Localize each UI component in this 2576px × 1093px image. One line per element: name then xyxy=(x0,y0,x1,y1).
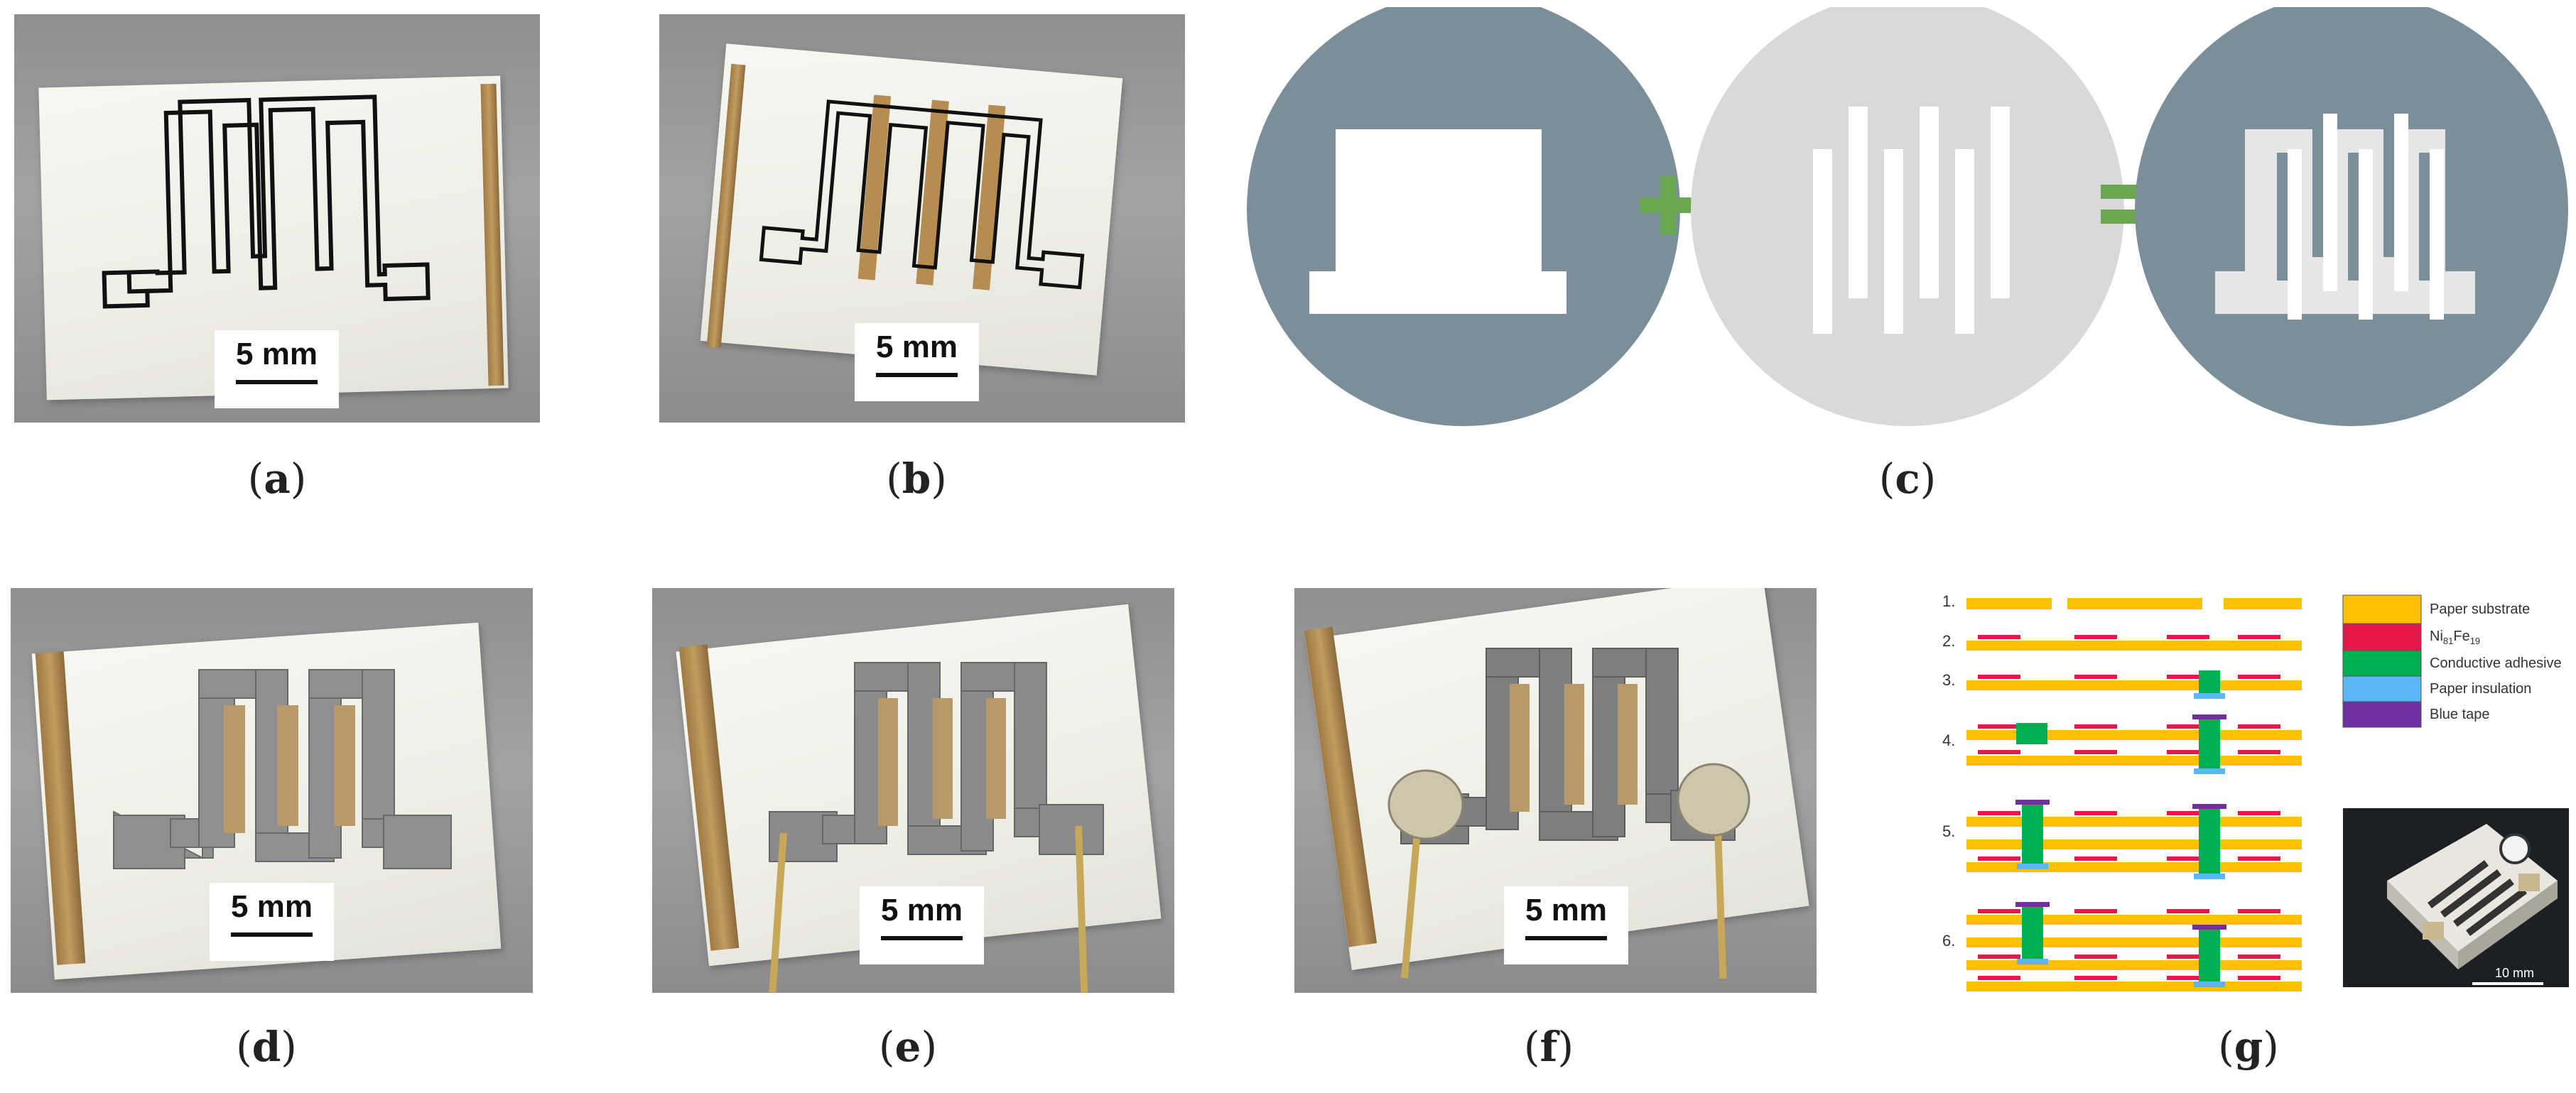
metal-meander-film-with-solder xyxy=(1387,648,1750,979)
pin-left xyxy=(769,832,787,993)
scale-bar-label: 5 mm xyxy=(860,886,984,964)
scale-bar xyxy=(236,380,318,384)
step1-paper xyxy=(1966,598,2302,609)
photo-panel-a: 5 mm xyxy=(14,14,540,423)
step-label: 5. xyxy=(1942,822,1955,840)
caption-e: (e) xyxy=(837,1023,979,1071)
caption-letter: c xyxy=(1895,455,1920,503)
caption-open: ( xyxy=(878,1023,895,1071)
caption-c: (c) xyxy=(1836,455,1979,503)
legend-swatch-tape xyxy=(2342,701,2422,728)
device-photo-inset: 10 mm xyxy=(2343,808,2569,987)
caption-b: (b) xyxy=(845,455,987,503)
legend-label: Paper substrate xyxy=(2430,602,2530,617)
step-label: 1. xyxy=(1942,592,1955,610)
step5-layers xyxy=(1966,800,2302,879)
caption-close: ) xyxy=(921,1023,938,1071)
caption-open: ( xyxy=(247,455,264,503)
caption-a: (a) xyxy=(206,455,348,503)
legend-label: Paper insulation xyxy=(2430,681,2531,697)
solder-blob-right xyxy=(1677,763,1750,837)
scale-bar xyxy=(1525,936,1607,940)
caption-g: (g) xyxy=(2177,1023,2320,1071)
solder-blob-left xyxy=(1387,769,1464,840)
caption-letter: e xyxy=(894,1023,921,1071)
meander-pattern-with-gold-strips xyxy=(759,94,1085,290)
plus-operator xyxy=(1640,176,1696,234)
legend-label: Blue tape xyxy=(2430,707,2490,722)
scale-text: 5 mm xyxy=(231,889,313,924)
scale-bar-label: 5 mm xyxy=(1504,886,1628,964)
scale-text: 5 mm xyxy=(1525,893,1607,928)
legend-swatch-paper xyxy=(2342,594,2422,624)
legend-swatch-nife xyxy=(2342,623,2422,651)
step3-layers xyxy=(1966,670,2302,699)
caption-letter: f xyxy=(1539,1023,1558,1071)
scale-bar xyxy=(876,373,958,377)
caption-d: (d) xyxy=(195,1023,337,1071)
step-label: 3. xyxy=(1942,671,1955,689)
strip-set xyxy=(1813,107,2010,334)
inset-scale-text: 10 mm xyxy=(2495,966,2534,980)
legend-swatch-adhesive xyxy=(2342,650,2422,677)
caption-letter: d xyxy=(251,1023,281,1071)
meander-pattern-outline xyxy=(102,94,431,309)
step-label: 4. xyxy=(1942,732,1955,749)
pin-right xyxy=(1075,825,1088,993)
caption-close: ) xyxy=(1557,1023,1574,1071)
legend-swatch-insulation xyxy=(2342,675,2422,702)
mask-combination-diagram xyxy=(1247,7,2568,426)
solid-film-block xyxy=(1336,129,1542,278)
mask-circle-strips xyxy=(1691,7,2124,426)
caption-open: ( xyxy=(886,455,902,503)
solid-film-base xyxy=(1309,271,1566,314)
pin-right xyxy=(1714,807,1727,979)
caption-f: (f) xyxy=(1478,1023,1620,1071)
scale-bar-label: 5 mm xyxy=(215,330,339,408)
step-label: 6. xyxy=(1942,932,1955,950)
scale-text: 5 mm xyxy=(876,330,958,364)
metal-meander-film-with-pins xyxy=(769,662,1104,993)
scale-bar xyxy=(881,936,963,940)
caption-open: ( xyxy=(236,1023,252,1071)
layer-stack-panel-g: 1. 2. 3. 4. 5. 6. xyxy=(1932,582,2572,1001)
scale-text: 5 mm xyxy=(236,337,318,371)
metal-meander-film xyxy=(113,669,452,869)
step4-layers xyxy=(1966,714,2302,774)
photo-panel-d: 5 mm xyxy=(11,588,533,993)
scale-bar xyxy=(231,932,313,937)
layer-stack-diagram: 1. 2. 3. 4. 5. 6. xyxy=(1942,592,2569,991)
caption-close: ) xyxy=(1920,455,1937,503)
step2-layers xyxy=(1966,635,2302,651)
caption-close: ) xyxy=(290,455,307,503)
caption-open: ( xyxy=(2218,1023,2234,1071)
step-label: 2. xyxy=(1942,632,1955,650)
caption-open: ( xyxy=(1523,1023,1540,1071)
photo-panel-b: 5 mm xyxy=(659,14,1185,423)
diagram-panel-c xyxy=(1236,7,2572,433)
scale-text: 5 mm xyxy=(881,893,963,928)
step6-layers xyxy=(1966,902,2302,991)
scale-bar-label: 5 mm xyxy=(855,323,979,401)
legend-label-nife: Ni81Fe19 xyxy=(2430,629,2480,646)
scale-bar-label: 5 mm xyxy=(210,883,334,961)
photo-panel-e: 5 mm xyxy=(652,588,1174,993)
legend: Paper substrate Ni81Fe19 Conductive adhe… xyxy=(2342,594,2562,728)
caption-close: ) xyxy=(931,455,947,503)
caption-open: ( xyxy=(1878,455,1895,503)
legend-label: Conductive adhesive xyxy=(2430,656,2562,671)
caption-letter: g xyxy=(2234,1023,2263,1071)
pin-left xyxy=(1400,815,1422,979)
caption-close: ) xyxy=(281,1023,297,1071)
photo-panel-f: 5 mm xyxy=(1294,588,1817,993)
caption-letter: b xyxy=(902,455,931,503)
caption-close: ) xyxy=(2263,1023,2279,1071)
caption-letter: a xyxy=(264,455,291,503)
